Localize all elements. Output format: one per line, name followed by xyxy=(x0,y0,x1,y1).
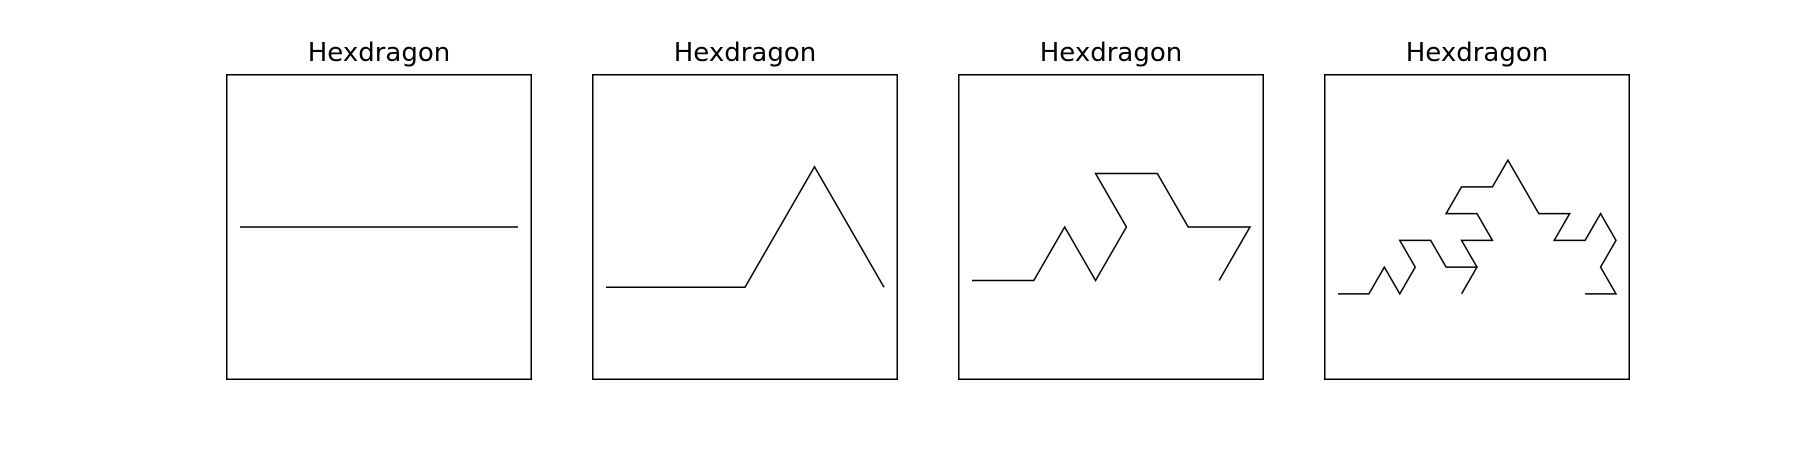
hexdragon-plot-1 xyxy=(592,74,898,380)
hexdragon-panel-3: Hexdragon xyxy=(1324,32,1630,380)
plot-frame xyxy=(958,74,1264,380)
panel-title: Hexdragon xyxy=(1405,38,1549,68)
plot-frame xyxy=(226,74,532,380)
panel-title: Hexdragon xyxy=(1039,38,1183,68)
hexdragon-curve xyxy=(606,165,885,288)
hexdragon-panel-2: Hexdragon xyxy=(958,32,1264,380)
hexdragon-panel-1: Hexdragon xyxy=(592,32,898,380)
hexdragon-curve xyxy=(972,172,1252,283)
hexdragon-plot-2 xyxy=(958,74,1264,380)
panel-title: Hexdragon xyxy=(673,38,817,68)
plot-frame xyxy=(1324,74,1630,380)
hexdragon-plot-3 xyxy=(1324,74,1630,380)
hexdragon-panel-0: Hexdragon xyxy=(226,32,532,380)
hexdragon-curve xyxy=(1338,158,1618,296)
plot-frame xyxy=(592,74,898,380)
panel-title: Hexdragon xyxy=(307,38,451,68)
hexdragon-plot-0 xyxy=(226,74,532,380)
